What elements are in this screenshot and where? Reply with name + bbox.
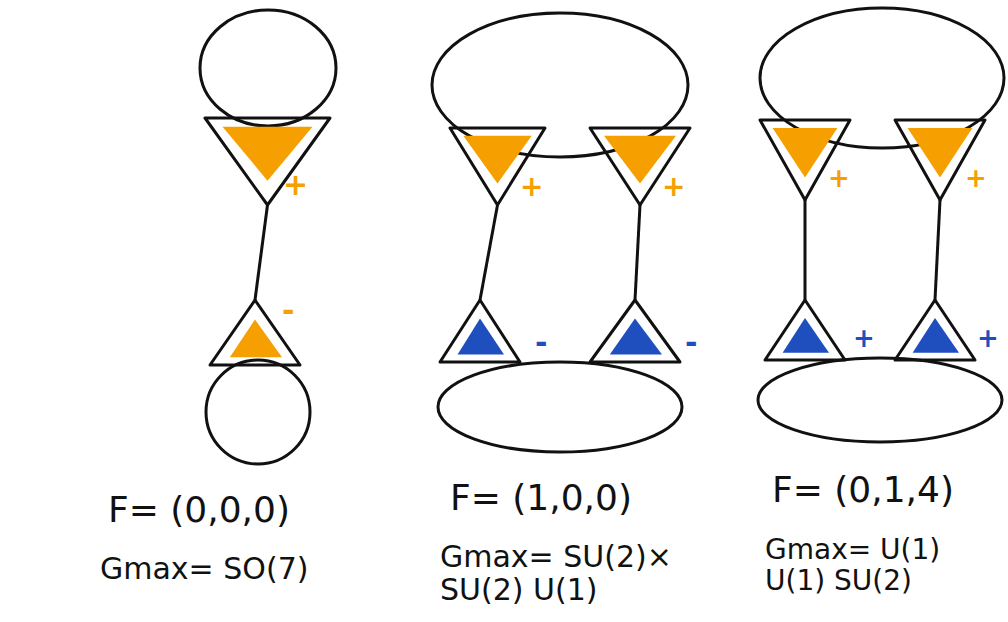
symmetry-group: Gmax= SO(7) — [100, 552, 308, 585]
connector-line — [480, 205, 498, 300]
triangle-outline — [590, 128, 690, 205]
sign-label: + — [828, 165, 850, 191]
sign-label: - — [535, 328, 547, 358]
triangle-shape — [440, 300, 520, 362]
bottom-blob — [206, 360, 310, 464]
triangle-outline — [450, 128, 545, 205]
flux-vector: F= (0,1,4) — [772, 470, 954, 510]
sign-label: + — [853, 325, 875, 351]
symmetry-group: Gmax= SU(2)× SU(2) U(1) — [440, 540, 710, 606]
sign-label: + — [965, 165, 987, 191]
triangle-shape — [895, 300, 975, 360]
sign-label: + — [520, 173, 543, 201]
symmetry-group: Gmax= U(1) U(1) SU(2) — [765, 535, 1000, 597]
connector-line — [935, 200, 940, 300]
bottom-blob — [438, 362, 682, 452]
top-blob — [760, 8, 1004, 148]
connector-line — [635, 205, 640, 300]
bottom-blob — [758, 358, 1002, 442]
triangle-shape — [205, 118, 330, 205]
sign-label: - — [685, 328, 697, 358]
triangle-node: + — [590, 128, 690, 205]
triangle-node: + — [895, 300, 975, 360]
triangle-outline — [590, 300, 680, 362]
triangle-outline — [440, 300, 520, 362]
triangle-outline — [895, 300, 975, 360]
top-blob — [432, 13, 688, 157]
triangle-node: + — [205, 118, 330, 205]
triangle-node: - — [440, 300, 520, 362]
connector-line — [804, 200, 807, 300]
triangle-node: - — [210, 300, 300, 365]
sign-label: + — [977, 325, 999, 351]
flux-vector: F= (0,0,0) — [108, 490, 290, 530]
triangle-shape — [590, 300, 680, 362]
hatch-fill — [773, 128, 838, 178]
triangle-node: + — [895, 120, 985, 200]
triangle-node: + — [765, 300, 845, 360]
sign-label: - — [282, 296, 294, 326]
triangle-outline — [765, 300, 845, 360]
sign-label: + — [662, 173, 685, 201]
top-blob — [200, 10, 336, 126]
hatch-fill — [908, 128, 973, 178]
triangle-node: + — [450, 128, 545, 205]
triangle-node: - — [590, 300, 680, 362]
triangle-node: + — [760, 120, 850, 200]
triangle-outline — [205, 118, 330, 205]
flux-vector: F= (1,0,0) — [450, 478, 632, 518]
triangle-outline — [760, 120, 850, 200]
sign-label: + — [283, 170, 308, 200]
connector-line — [255, 205, 268, 300]
triangle-shape — [765, 300, 845, 360]
